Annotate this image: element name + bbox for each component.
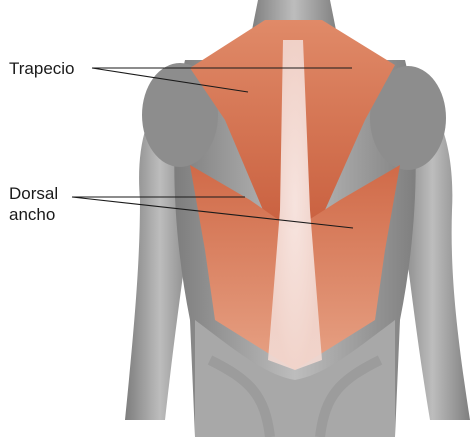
latissimus-label: Dorsal ancho bbox=[9, 183, 99, 225]
trapezius-label: Trapecio bbox=[9, 58, 75, 79]
